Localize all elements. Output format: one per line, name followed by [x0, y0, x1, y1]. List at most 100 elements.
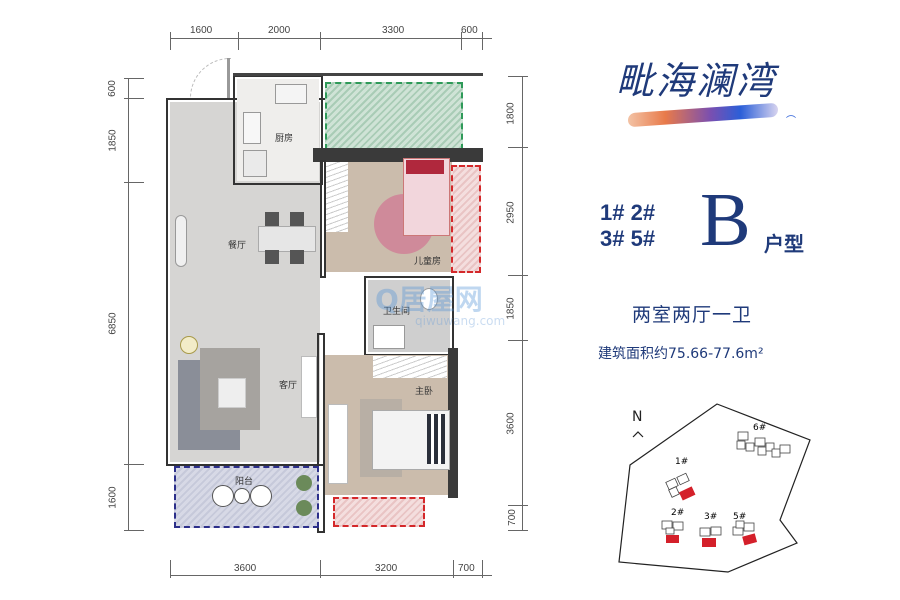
- master-balcony-red-hatch: [333, 497, 425, 527]
- tick: [461, 32, 462, 50]
- tick: [170, 560, 171, 578]
- tick: [238, 32, 239, 50]
- plant-icon: [296, 475, 312, 491]
- tick: [508, 340, 528, 341]
- kitchen-label: 厨房: [275, 134, 294, 144]
- tick: [482, 560, 483, 578]
- washbasin-icon: [373, 325, 405, 349]
- dim-top-4: 600: [461, 25, 478, 36]
- watermark-text: Q居屋网: [375, 283, 483, 316]
- unit-area: 建筑面积约75.66-77.6m²: [598, 346, 764, 362]
- balcony-chair-icon: [250, 485, 272, 507]
- dining-label: 餐厅: [228, 241, 247, 251]
- balcony-label: 阳台: [235, 477, 254, 487]
- dim-left-4: 1600: [107, 486, 119, 509]
- north-wall: [233, 73, 483, 76]
- balcony-chair-icon: [212, 485, 234, 507]
- tick: [124, 78, 144, 79]
- pillow-icon: [406, 160, 444, 174]
- tick: [124, 530, 144, 531]
- tick: [508, 147, 528, 148]
- living-label: 客厅: [279, 381, 298, 391]
- unit-type-suffix: 户型: [764, 232, 804, 256]
- kids-balcony-red-hatch: [451, 165, 481, 273]
- building-label-5: 5#: [733, 512, 747, 522]
- entry-door-arc: [190, 58, 231, 99]
- entry-door: [227, 58, 230, 98]
- site-plan: N 1# 2# 3# 5# 6#: [600, 395, 840, 585]
- buildings-line-2: 3# 5#: [600, 226, 656, 251]
- kids-room-wall-west: [320, 160, 326, 278]
- tick: [508, 76, 528, 77]
- terrace-green-hatch: [325, 82, 463, 150]
- left-dimension-line: [128, 78, 129, 530]
- tick: [124, 182, 144, 183]
- dim-right-5: 700: [506, 509, 518, 526]
- master-wardrobe-icon: [373, 356, 447, 378]
- ceiling-light-icon: [180, 336, 198, 354]
- brand-logo-text: 毗海澜湾: [616, 59, 777, 103]
- dim-top-2: 2000: [268, 25, 291, 36]
- kitchen-sink-icon: [275, 84, 307, 104]
- watermark: Q居屋网 qiwuwang.com: [375, 278, 505, 328]
- dim-bottom-3: 700: [458, 563, 475, 574]
- tick: [453, 560, 454, 578]
- balcony-table-icon: [234, 488, 250, 504]
- unit-layout: 两室两厅一卫: [632, 304, 753, 326]
- kids-room-label: 儿童房: [414, 257, 442, 267]
- dim-left-3: 6850: [107, 312, 119, 335]
- right-dimension-line: [522, 76, 523, 530]
- master-wall-east: [448, 348, 458, 498]
- dim-right-1: 1800: [505, 102, 517, 125]
- dining-chair-icon: [265, 212, 279, 226]
- dining-chair-icon: [265, 250, 279, 264]
- fridge-icon: [243, 150, 267, 177]
- tick: [508, 275, 528, 276]
- kids-room-wall-top: [313, 148, 483, 162]
- bathroom-label: 卫生间: [383, 307, 411, 317]
- tick: [320, 32, 321, 50]
- building-label-6: 6#: [753, 423, 767, 433]
- plant-icon: [296, 500, 312, 516]
- tv-cabinet-icon: [301, 356, 317, 418]
- tick: [508, 505, 528, 506]
- buildings-line-1: 1# 2#: [600, 200, 656, 225]
- tick: [124, 98, 144, 99]
- tick: [508, 530, 528, 531]
- north-label: N: [632, 409, 643, 425]
- dim-bottom-2: 3200: [375, 563, 398, 574]
- brand-logo: 毗海澜湾 ⌒: [616, 50, 806, 140]
- tick: [124, 464, 144, 465]
- dim-bottom-1: 3600: [234, 563, 257, 574]
- top-dimension-line: [170, 38, 492, 39]
- dim-right-4: 3600: [505, 412, 517, 435]
- window-icon: [175, 215, 187, 267]
- dim-right-2: 2950: [505, 201, 517, 224]
- dim-left-2: 1850: [107, 129, 119, 152]
- building-label-3: 3#: [704, 512, 718, 522]
- toilet-icon: [420, 288, 438, 310]
- dining-chair-icon: [290, 250, 304, 264]
- bottom-dimension-line: [170, 575, 492, 576]
- building-label-2: 2#: [671, 508, 685, 518]
- dim-right-3: 1850: [505, 297, 517, 320]
- dim-top-3: 3300: [382, 25, 405, 36]
- coffee-table-icon: [218, 378, 246, 408]
- desk-icon: [328, 404, 348, 484]
- bed-blanket-icon: [427, 414, 445, 464]
- floor-plan: 1600 2000 3300 600 600 1850 6850 1600 18…: [106, 25, 528, 578]
- dim-left-1: 600: [106, 80, 118, 97]
- stove-icon: [243, 112, 261, 144]
- master-wall-west: [317, 333, 325, 533]
- building-label-1: 1#: [675, 457, 689, 467]
- tick: [320, 560, 321, 578]
- kitchen-wall: [233, 75, 323, 185]
- brand-wave-icon: [628, 102, 778, 128]
- wardrobe-icon: [326, 162, 348, 232]
- info-panel: 毗海澜湾 ⌒ 1# 2# 3# 5# B 户型 两室两厅一卫 建筑面积约75.6…: [560, 0, 900, 600]
- tick: [170, 32, 171, 50]
- watermark-url: qiwuwang.com: [415, 314, 506, 328]
- unit-type-letter: B: [700, 178, 751, 262]
- dim-top-1: 1600: [190, 25, 213, 36]
- tick: [482, 32, 483, 50]
